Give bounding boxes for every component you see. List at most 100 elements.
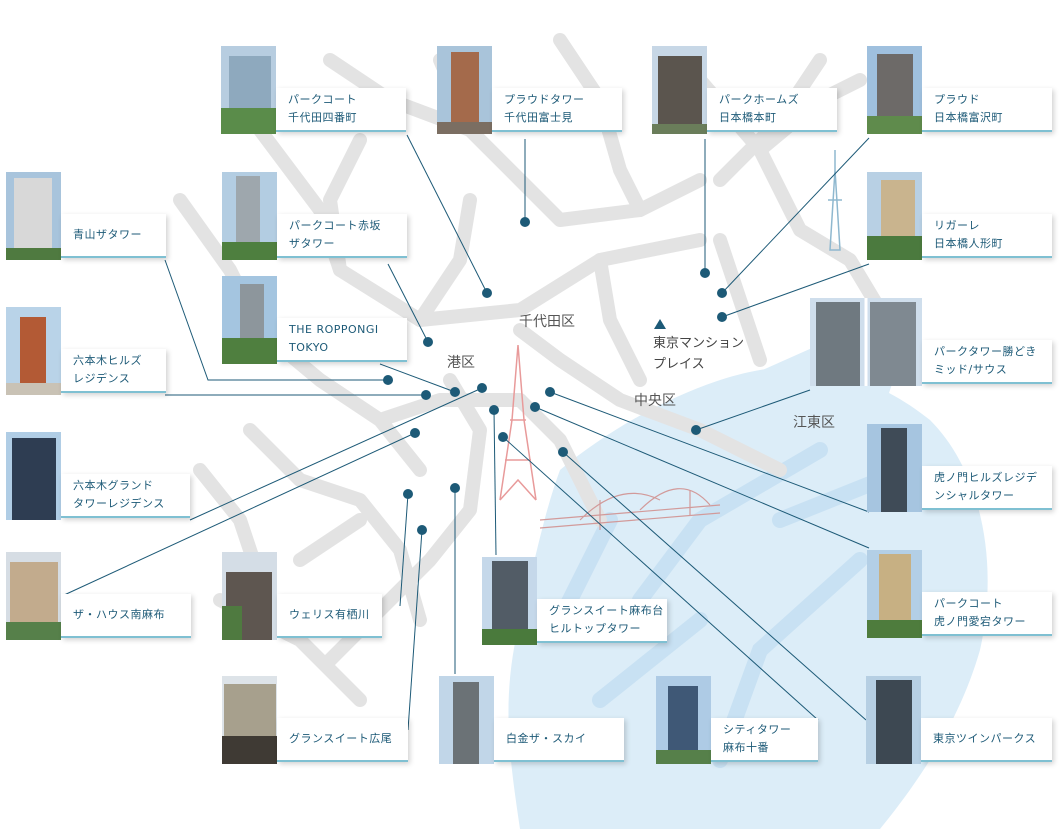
building-photo xyxy=(652,46,707,134)
property-card-roppongi-hills-residence[interactable]: 六本木ヒルズ レジデンス xyxy=(6,307,166,395)
building-photo xyxy=(6,307,61,395)
tokyo-mansion-place-label: 東京マンション プレイス xyxy=(653,333,744,375)
property-label: プラウド 日本橋富沢町 xyxy=(922,88,1052,132)
property-label: 東京ツインパークス xyxy=(921,718,1052,762)
property-label: 虎ノ門ヒルズレジデ ンシャルタワー xyxy=(922,466,1052,510)
property-card-the-roppongi-tokyo[interactable]: THE ROPPONGI TOKYO xyxy=(222,276,407,364)
property-label: 六本木ヒルズ レジデンス xyxy=(61,349,166,393)
property-label: グランスイート麻布台 ヒルトップタワー xyxy=(537,599,667,643)
area-label-koto: 江東区 xyxy=(793,415,835,431)
property-name-line2: 麻布十番 xyxy=(723,741,769,754)
property-card-park-tower-kachidoki[interactable]: パークタワー勝どき ミッド/サウス xyxy=(810,298,1052,386)
property-label: THE ROPPONGI TOKYO xyxy=(277,318,407,362)
building-photo xyxy=(6,172,61,260)
building-photo xyxy=(222,552,277,640)
property-label: ザ・ハウス南麻布 xyxy=(61,594,191,638)
building-photo xyxy=(656,676,711,764)
property-card-proud-tower-chiyoda-fujimi[interactable]: プラウドタワー 千代田富士見 xyxy=(437,46,622,134)
property-markers xyxy=(383,217,727,535)
property-card-parkhomes-nihonbashi-honcho[interactable]: パークホームズ 日本橋本町 xyxy=(652,46,837,134)
building-photo xyxy=(439,676,494,764)
property-name-line2: ザタワー xyxy=(289,237,335,250)
property-name-line1: ウェリス有栖川 xyxy=(289,608,370,621)
property-name-line1: 六本木グランド xyxy=(73,479,154,492)
property-card-parkcourt-toranomon-atago[interactable]: パークコート 虎ノ門愛宕タワー xyxy=(867,550,1052,638)
building-photo xyxy=(866,676,921,764)
property-name-line2: タワーレジデンス xyxy=(73,497,165,510)
property-name-line1: グランスイート広尾 xyxy=(289,732,393,745)
property-name-line1: リガーレ xyxy=(934,219,980,232)
property-name-line1: プラウドタワー xyxy=(504,93,585,106)
building-photo xyxy=(867,424,922,512)
property-label: 白金ザ・スカイ xyxy=(494,718,624,762)
property-card-gransuite-hiroo[interactable]: グランスイート広尾 xyxy=(222,676,408,764)
rainbow-bridge xyxy=(539,488,721,530)
building-photo xyxy=(867,46,922,134)
property-name-line2: 日本橋富沢町 xyxy=(934,111,1003,124)
building-photo xyxy=(867,550,922,638)
property-name-line1: パークタワー勝どき xyxy=(934,345,1037,358)
building-photo xyxy=(222,172,277,260)
property-name-line1: THE ROPPONGI xyxy=(289,323,379,336)
tokyo-mansion-place-line1: 東京マンション xyxy=(653,336,745,351)
property-name-line2: 日本橋人形町 xyxy=(934,237,1003,250)
property-name-line1: 虎ノ門ヒルズレジデ xyxy=(934,471,1038,484)
property-card-parkcourt-chiyoda-yonbancho[interactable]: パークコート 千代田四番町 xyxy=(221,46,406,134)
area-label-minato: 港区 xyxy=(447,355,475,371)
property-name-line1: グランスイート麻布台 xyxy=(549,604,664,617)
triangle-marker-icon xyxy=(654,319,666,329)
property-label: リガーレ 日本橋人形町 xyxy=(922,214,1052,258)
property-card-proud-nihonbashi-tomizawacho[interactable]: プラウド 日本橋富沢町 xyxy=(867,46,1052,134)
property-card-wellith-arisugawa[interactable]: ウェリス有栖川 xyxy=(222,552,382,640)
property-name-line2: 千代田四番町 xyxy=(288,111,357,124)
property-name-line1: パークコート xyxy=(288,93,357,106)
property-name-line2: 日本橋本町 xyxy=(719,111,777,124)
property-name-line1: パークホームズ xyxy=(719,93,800,106)
property-name-line2: ミッド/サウス xyxy=(934,363,1008,376)
property-card-roppongi-grand-tower-residence[interactable]: 六本木グランド タワーレジデンス xyxy=(6,432,190,520)
property-name-line2: 虎ノ門愛宕タワー xyxy=(934,615,1026,628)
property-card-the-house-minamiazabu[interactable]: ザ・ハウス南麻布 xyxy=(6,552,191,640)
property-name-line2: ンシャルタワー xyxy=(934,489,1015,502)
property-label: ウェリス有栖川 xyxy=(277,594,382,638)
property-label: 六本木グランド タワーレジデンス xyxy=(61,474,190,518)
property-name-line1: シティタワー xyxy=(723,723,792,736)
property-label: パークコート赤坂 ザタワー xyxy=(277,214,407,258)
property-name-line1: 白金ザ・スカイ xyxy=(506,732,587,745)
property-card-parkcourt-akasaka-the-tower[interactable]: パークコート赤坂 ザタワー xyxy=(222,172,407,260)
building-photo xyxy=(810,298,922,386)
building-photo xyxy=(222,276,277,364)
building-photo xyxy=(437,46,492,134)
property-name-line1: パークコート xyxy=(934,597,1003,610)
property-label: パークコート 虎ノ門愛宕タワー xyxy=(922,592,1052,636)
property-card-gransuite-azabudai-hilltop[interactable]: グランスイート麻布台 ヒルトップタワー xyxy=(482,557,667,645)
property-name-line1: 青山ザタワー xyxy=(73,228,142,241)
building-photo xyxy=(222,676,277,764)
property-name-line2: 千代田富士見 xyxy=(504,111,573,124)
property-name-line1: 東京ツインパークス xyxy=(933,732,1037,745)
tokyo-mansion-place-line2: プレイス xyxy=(653,357,705,372)
area-label-chiyoda: 千代田区 xyxy=(519,314,575,330)
property-label: パークタワー勝どき ミッド/サウス xyxy=(922,340,1052,384)
property-card-shirokane-the-sky[interactable]: 白金ザ・スカイ xyxy=(439,676,624,764)
building-photo xyxy=(867,172,922,260)
property-name-line1: パークコート赤坂 xyxy=(289,219,381,232)
property-label: グランスイート広尾 xyxy=(277,718,408,762)
property-card-tokyo-twin-parks[interactable]: 東京ツインパークス xyxy=(866,676,1052,764)
property-card-city-tower-azabujuban[interactable]: シティタワー 麻布十番 xyxy=(656,676,818,764)
building-photo xyxy=(221,46,276,134)
property-name-line2: TOKYO xyxy=(289,341,329,354)
property-label: 青山ザタワー xyxy=(61,214,166,258)
skytree-landmark xyxy=(828,150,842,251)
building-photo xyxy=(6,432,61,520)
property-card-aoyama-the-tower[interactable]: 青山ザタワー xyxy=(6,172,166,260)
connector-lines xyxy=(61,134,870,731)
building-photo xyxy=(6,552,61,640)
property-label: シティタワー 麻布十番 xyxy=(711,718,818,762)
property-card-regale-nihonbashi-ningyocho[interactable]: リガーレ 日本橋人形町 xyxy=(867,172,1052,260)
property-label: パークホームズ 日本橋本町 xyxy=(707,88,837,132)
property-card-toranomon-hills-residential[interactable]: 虎ノ門ヒルズレジデ ンシャルタワー xyxy=(867,424,1052,512)
property-name-line2: ヒルトップタワー xyxy=(549,622,641,635)
property-label: パークコート 千代田四番町 xyxy=(276,88,406,132)
area-label-chuo: 中央区 xyxy=(634,393,676,409)
